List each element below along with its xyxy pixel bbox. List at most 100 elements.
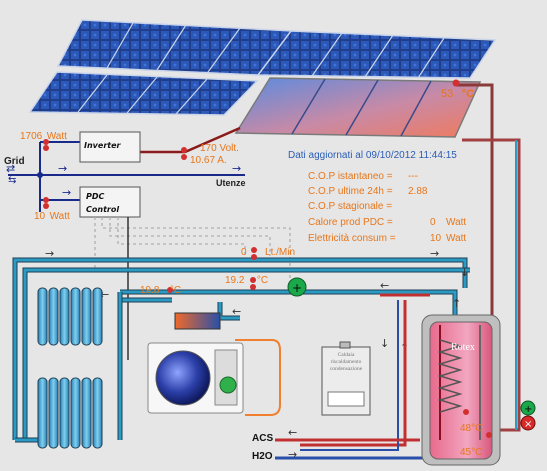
radiator-bank — [37, 287, 103, 449]
svg-text:←: ← — [232, 305, 241, 318]
radiator-column — [92, 377, 103, 449]
boiler-label-line2: riscaldamento — [330, 359, 362, 365]
return-temp-sensor — [250, 277, 256, 283]
svg-text:↑: ↑ — [452, 297, 461, 310]
acs-label: ACS — [252, 433, 274, 444]
pdc-power-value: 10 — [34, 211, 46, 222]
solar-pump-icon: + — [520, 400, 536, 416]
pdc-control-box — [79, 186, 141, 218]
tank-low-temp-value: 45 — [460, 447, 472, 458]
stats-value: 0 — [430, 217, 436, 228]
stats-unit: Watt — [446, 217, 467, 228]
svg-text:→: → — [232, 162, 241, 175]
heat-exchanger-icon — [174, 312, 221, 330]
flow-value: 0 — [241, 247, 247, 258]
tank-label: Rotex — [451, 342, 475, 353]
stats-row: C.O.P stagionale = — [308, 201, 392, 212]
grid-wiring: ⇄ → → → ⇆ — [6, 139, 245, 212]
tank-low-temp-unit: °C — [471, 447, 483, 458]
stats-unit: Watt — [446, 233, 467, 244]
radiator-temp-sensor — [167, 287, 173, 293]
svg-text:⇆: ⇆ — [8, 175, 16, 186]
svg-text:↓: ↓ — [460, 266, 469, 279]
collector-temp-unit: °C — [461, 88, 475, 100]
svg-text:←: ← — [288, 426, 297, 439]
pdc-label-line2: Control — [86, 205, 120, 214]
boiler-label-line1: Caldaia — [337, 352, 355, 358]
tank-low-temp: 45°C — [460, 442, 482, 460]
radiator-temp-value: 19.8 — [140, 285, 160, 296]
heat-pump-compressor-icon — [219, 376, 237, 394]
svg-text:+: + — [292, 281, 302, 295]
collector-sensor — [452, 79, 460, 87]
radiator-column — [37, 287, 48, 346]
tank-mid-temp-unit: °C — [471, 423, 483, 434]
return-temp-sensor-2 — [250, 284, 256, 290]
svg-text:⇄: ⇄ — [6, 162, 15, 175]
solar-return-pipe — [462, 138, 521, 432]
solar-hot-pipe — [456, 83, 494, 315]
radiator-column — [92, 287, 103, 346]
stats-row: C.O.P istantaneo =--- — [308, 171, 418, 182]
pv-power-value: 1706 — [20, 131, 43, 142]
svg-text:×: × — [524, 419, 532, 430]
stats-label: Calore prod PDC = — [308, 217, 393, 228]
boiler-label: Caldaia riscaldamento condensazione — [328, 352, 364, 373]
radiator-column — [70, 377, 81, 449]
pv-voltage: 170 Volt. — [200, 143, 239, 154]
heating-circuit — [12, 257, 470, 443]
pv-current: 10.67 A. — [190, 155, 227, 166]
svg-text:→: → — [288, 448, 297, 461]
radiator-column — [48, 287, 59, 346]
svg-text:→: → — [45, 247, 54, 260]
h2o-label: H2O — [252, 451, 273, 462]
pdc-label-line1: PDC — [86, 192, 105, 201]
grid-label: Grid — [4, 156, 25, 167]
svg-text:↓: ↓ — [380, 337, 389, 350]
stats-row: C.O.P ultime 24h = 2.88 — [308, 186, 427, 197]
rotex-tank — [421, 314, 501, 466]
return-temp-unit: °C — [256, 275, 269, 286]
return-temp-value: 19.2 — [225, 275, 245, 286]
stats-label: C.O.P stagionale = — [308, 201, 393, 212]
stats-label: C.O.P ultime 24h = — [308, 186, 393, 197]
flow-arrows: → → ← ← ↓ ↑ ← ↓ ↑ ← → — [45, 247, 469, 461]
stats-value: 2.88 — [408, 186, 428, 197]
pv-power: 1706 Watt — [20, 126, 67, 144]
collector-temp-value: 53 — [441, 88, 454, 100]
solar-valve-icon: × — [520, 415, 536, 431]
svg-text:→: → — [62, 186, 71, 199]
stats-label: C.O.P istantaneo = — [308, 171, 393, 182]
radiator-column — [59, 377, 70, 449]
radiator-column — [37, 377, 48, 449]
radiator-column — [81, 287, 92, 346]
collector-temp: 53 °C — [441, 84, 474, 102]
svg-text:→: → — [430, 247, 439, 260]
pv-power-unit: Watt — [46, 131, 67, 142]
boiler-label-line3: condensazione — [329, 366, 363, 372]
flow-unit: Lt./Min — [265, 247, 296, 258]
radiator-column — [81, 377, 92, 449]
flow-sensor-2 — [251, 254, 257, 260]
svg-text:+: + — [524, 404, 532, 415]
pv-meter-dot — [181, 147, 187, 153]
radiator-column — [70, 287, 81, 346]
radiator-temp-unit: °C — [169, 285, 182, 296]
utenze-label: Utenze — [216, 178, 246, 188]
tank-mid-temp-value: 48 — [460, 423, 472, 434]
radiator-column — [48, 377, 59, 449]
radiator-temp: 19.8 °C — [140, 280, 181, 298]
tank-mid-temp: 48°C — [460, 418, 482, 436]
update-timestamp: Dati aggiornati al 09/10/2012 11:44:15 — [288, 150, 457, 161]
stats-label: Elettricità consum = — [308, 233, 396, 244]
solar-thermal-collector — [234, 77, 482, 138]
boiler-unit — [300, 293, 430, 451]
circulation-pump-icon: + — [287, 277, 307, 297]
return-temp: 19.2 °C — [225, 270, 268, 288]
svg-text:←: ← — [100, 288, 109, 301]
stats-row: Calore prod PDC = 0 Watt — [308, 217, 466, 228]
flow-sensor — [251, 247, 257, 253]
inverter-label: Inverter — [84, 141, 121, 150]
